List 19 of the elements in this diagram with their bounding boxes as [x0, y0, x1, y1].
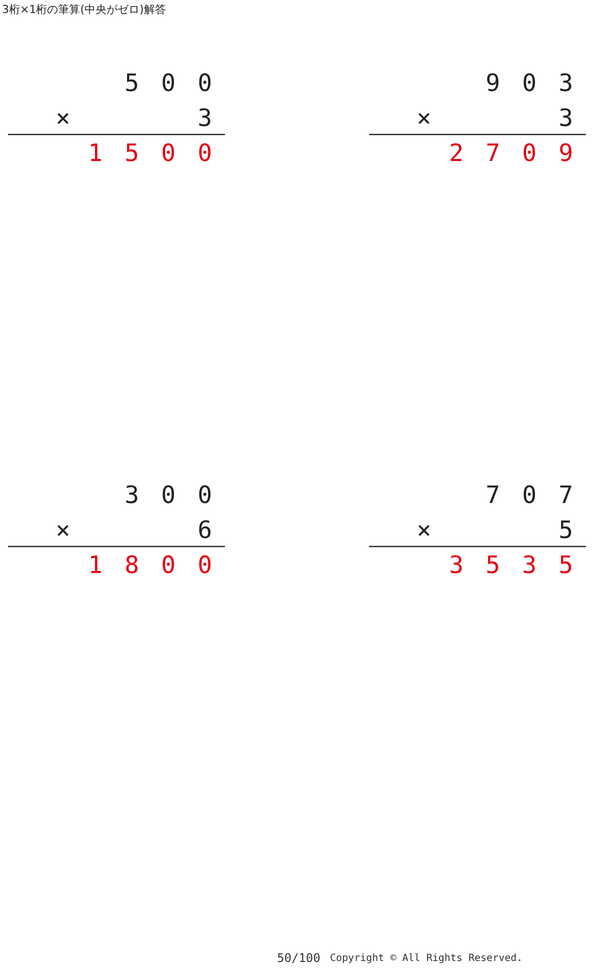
product-answer: 1 5 0 0 [88, 141, 216, 165]
multiplier: 5 [558, 518, 577, 542]
product-answer: 1 8 0 0 [88, 553, 216, 577]
multiplicand: 7 0 7 [486, 483, 577, 507]
page-number: 50/100 [277, 952, 320, 964]
multiplier: 3 [558, 106, 577, 130]
product-answer: 3 5 3 5 [449, 553, 577, 577]
multiplication-sign: × [56, 106, 70, 130]
worksheet-title: 3桁×1桁の筆算(中央がゼロ)解答 [2, 4, 166, 15]
multiplier: 3 [198, 106, 216, 130]
copyright-notice: Copyright © All Rights Reserved. [330, 954, 523, 964]
multiplier: 6 [198, 518, 216, 542]
multiplication-sign: × [56, 518, 70, 542]
multiplicand: 9 0 3 [486, 71, 577, 95]
multiplication-sign: × [416, 106, 432, 130]
multiplicand: 3 0 0 [124, 483, 216, 507]
product-answer: 2 7 0 9 [449, 141, 577, 165]
multiplication-sign: × [416, 518, 432, 542]
multiplicand: 5 0 0 [124, 71, 216, 95]
